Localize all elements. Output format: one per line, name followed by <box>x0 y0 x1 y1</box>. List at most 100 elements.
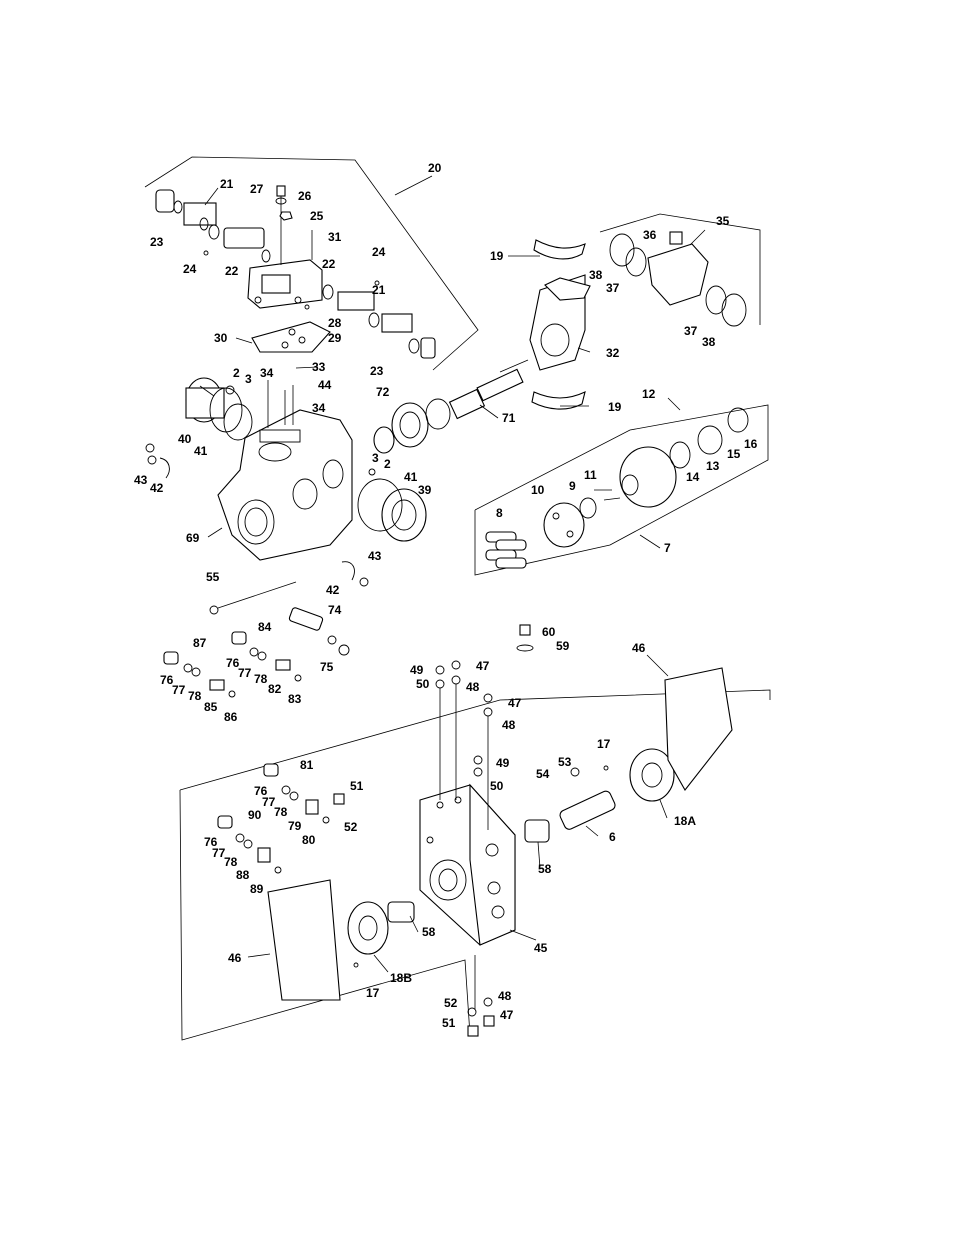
callout-49a: 49 <box>410 663 424 677</box>
callout-51b: 51 <box>442 1016 456 1030</box>
callout-labels: 20 21 27 26 25 31 24 23 24 22 22 21 28 2… <box>134 161 758 1030</box>
callout-36: 36 <box>643 228 657 242</box>
callout-48b: 48 <box>502 718 516 732</box>
callout-19b: 19 <box>608 400 622 414</box>
callout-24b: 24 <box>183 262 197 276</box>
drive-shaft <box>373 359 529 454</box>
callout-13: 13 <box>706 459 720 473</box>
leader-lines <box>199 187 706 973</box>
callout-53: 53 <box>558 755 572 769</box>
callout-45: 45 <box>534 941 548 955</box>
callout-40: 40 <box>178 432 192 446</box>
callout-77b: 77 <box>172 683 186 697</box>
callout-8: 8 <box>496 506 503 520</box>
callout-84: 84 <box>258 620 272 634</box>
callout-52b: 52 <box>444 996 458 1010</box>
bolt-and-valve <box>209 581 350 656</box>
callout-22a: 22 <box>225 264 239 278</box>
callout-47b: 47 <box>508 696 522 710</box>
callout-3b: 3 <box>372 451 379 465</box>
pump-sleeve <box>145 377 253 479</box>
callout-38b: 38 <box>702 335 716 349</box>
callout-46b: 46 <box>228 951 242 965</box>
callout-34a: 34 <box>260 366 274 380</box>
callout-69: 69 <box>186 531 200 545</box>
callout-74: 74 <box>328 603 342 617</box>
callout-55: 55 <box>206 570 220 584</box>
callout-2a: 2 <box>233 366 240 380</box>
callout-38a: 38 <box>589 268 603 282</box>
bearing-plate-right <box>559 667 733 830</box>
callout-90: 90 <box>248 808 262 822</box>
port-fittings <box>435 624 534 830</box>
servo-piston-left <box>155 189 271 263</box>
rotating-group <box>474 404 769 576</box>
callout-39: 39 <box>418 483 432 497</box>
callout-46a: 46 <box>632 641 646 655</box>
callout-54: 54 <box>536 767 550 781</box>
callout-34b: 34 <box>312 401 326 415</box>
callout-58a: 58 <box>538 862 552 876</box>
callout-17a: 17 <box>597 737 611 751</box>
callout-7: 7 <box>664 541 671 555</box>
callout-17b: 17 <box>366 986 380 1000</box>
sleeves <box>387 819 550 923</box>
callout-44: 44 <box>318 378 332 392</box>
callout-23a: 23 <box>150 235 164 249</box>
callout-19a: 19 <box>490 249 504 263</box>
callout-6: 6 <box>609 830 616 844</box>
callout-76d: 76 <box>204 835 218 849</box>
callout-58b: 58 <box>422 925 436 939</box>
callout-49b: 49 <box>496 756 510 770</box>
callout-29: 29 <box>328 331 342 345</box>
callout-43b: 43 <box>368 549 382 563</box>
callout-18B: 18B <box>390 971 412 985</box>
callout-41b: 41 <box>404 470 418 484</box>
callout-48a: 48 <box>466 680 480 694</box>
callout-27: 27 <box>250 182 264 196</box>
callout-85: 85 <box>204 700 218 714</box>
control-valve <box>599 213 761 327</box>
callout-47a: 47 <box>476 659 490 673</box>
callout-31: 31 <box>328 230 342 244</box>
end-cap-block <box>419 783 516 946</box>
bearing-plate-left <box>267 879 389 1001</box>
callout-24a: 24 <box>372 245 386 259</box>
callout-82: 82 <box>268 682 282 696</box>
bottom-port-fittings <box>467 955 495 1037</box>
callout-9: 9 <box>569 479 576 493</box>
pump-housing <box>217 380 353 561</box>
callout-35: 35 <box>716 214 730 228</box>
callout-77d: 77 <box>212 846 226 860</box>
callout-41a: 41 <box>194 444 208 458</box>
callout-37b: 37 <box>684 324 698 338</box>
servo-gasket <box>251 321 331 353</box>
callout-10: 10 <box>531 483 545 497</box>
callout-42a: 42 <box>150 481 164 495</box>
callout-89: 89 <box>250 882 264 896</box>
swashplate <box>529 239 591 410</box>
callout-32: 32 <box>606 346 620 360</box>
charge-pump <box>341 468 427 587</box>
callout-25: 25 <box>310 209 324 223</box>
callout-78d: 78 <box>224 855 238 869</box>
callout-71: 71 <box>502 411 516 425</box>
callout-78c: 78 <box>274 805 288 819</box>
callout-78b: 78 <box>188 689 202 703</box>
callout-21b: 21 <box>372 283 386 297</box>
callout-42b: 42 <box>326 583 340 597</box>
callout-48c: 48 <box>498 989 512 1003</box>
callout-51a: 51 <box>350 779 364 793</box>
callout-75: 75 <box>320 660 334 674</box>
callout-20: 20 <box>428 161 442 175</box>
callout-43a: 43 <box>134 473 148 487</box>
callout-18A: 18A <box>674 814 696 828</box>
callout-50a: 50 <box>416 677 430 691</box>
callout-76b: 76 <box>160 673 174 687</box>
callout-15: 15 <box>727 447 741 461</box>
valve-stack-90 <box>217 815 282 874</box>
callout-50b: 50 <box>490 779 504 793</box>
callout-77c: 77 <box>262 795 276 809</box>
callout-80: 80 <box>302 833 316 847</box>
